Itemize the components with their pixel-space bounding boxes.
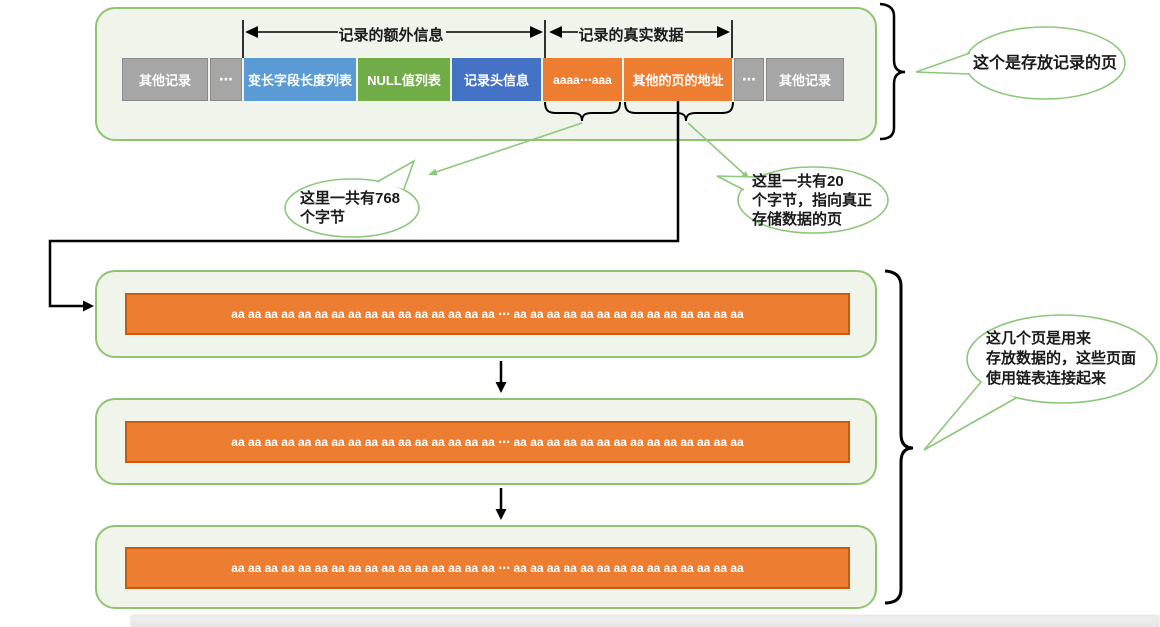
window-shadow-strip	[130, 615, 1160, 627]
segment-ellipsis-left: ⋯	[210, 58, 242, 101]
segment-other-records-left: 其他记录	[122, 58, 208, 101]
segment-null-value-list: NULL值列表	[358, 58, 450, 101]
real-data-label: 记录的真实数据	[578, 24, 684, 45]
overflow-pages-callout-text: 这几个页是用来 存放数据的，这些页面 使用链表连接起来	[986, 330, 1137, 387]
extra-info-label: 记录的额外信息	[338, 24, 444, 45]
data-page-container-2: aa aa aa aa aa aa aa aa aa aa aa aa aa a…	[95, 398, 877, 485]
record-page-callout-text: 这个是存放记录的页	[972, 54, 1117, 72]
data-pages-brace	[884, 269, 914, 605]
page-link-arrow-1	[495, 361, 507, 393]
data-page-content-1: aa aa aa aa aa aa aa aa aa aa aa aa aa a…	[125, 293, 850, 335]
segment-varlen-field-list: 变长字段长度列表	[244, 58, 356, 101]
record-page-brace	[879, 2, 906, 141]
data-page-container-1: aa aa aa aa aa aa aa aa aa aa aa aa aa a…	[95, 270, 877, 358]
segment-record-header: 记录头信息	[452, 58, 541, 101]
record-segment-row: 其他记录 ⋯ 变长字段长度列表 NULL值列表 记录头信息 aaaa⋯aaa 其…	[122, 58, 844, 101]
segment-ellipsis-right: ⋯	[734, 58, 764, 101]
segment-page-address: 其他的页的地址	[624, 58, 732, 101]
data-page-content-3: aa aa aa aa aa aa aa aa aa aa aa aa aa a…	[125, 547, 850, 589]
bytes768-callout-text: 这里一共有768 个字节	[300, 190, 401, 226]
segment-aaaa-data: aaaa⋯aaa	[543, 58, 622, 101]
bytes20-callout-text: 这里一共有20 个字节，指向真正 存储数据的页	[752, 172, 873, 228]
data-page-content-2: aa aa aa aa aa aa aa aa aa aa aa aa aa a…	[125, 421, 850, 463]
segment-other-records-right: 其他记录	[766, 58, 844, 101]
page-link-arrow-2	[495, 488, 507, 520]
data-page-container-3: aa aa aa aa aa aa aa aa aa aa aa aa aa a…	[95, 525, 877, 609]
